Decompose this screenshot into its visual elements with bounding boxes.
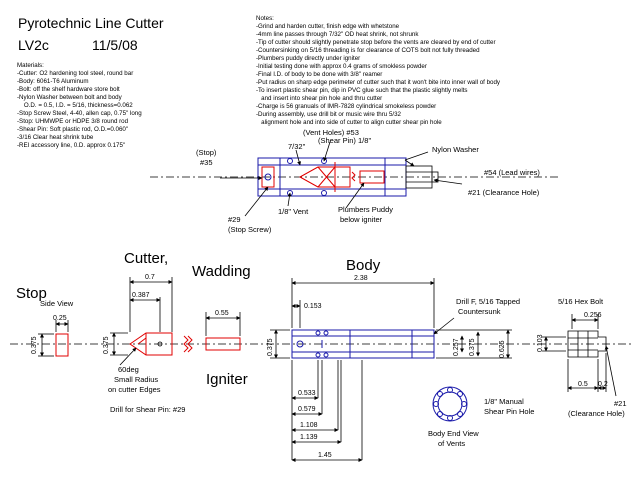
label-clearance-hole: #21 (Clearance Hole) — [468, 188, 540, 197]
label-shear-pin: (Shear Pin) 1/8" — [318, 136, 371, 145]
label-stop-screw: (Stop Screw) — [228, 225, 272, 234]
label-plumbers-2: below igniter — [340, 215, 383, 224]
stop-part — [55, 333, 69, 357]
notes-line: alignment hole and into side of cutter t… — [256, 119, 442, 126]
dim-body-len: 2.38 — [354, 275, 368, 282]
dim-cutter-cone: 0.387 — [132, 292, 150, 299]
notes-line: -Charge is 56 granuals of IMR-7828 cylin… — [256, 103, 436, 110]
dim-body-dia-c: 0.375 — [469, 338, 476, 356]
notes-line: -Tip of cutter should slightly penetrate… — [256, 39, 496, 46]
label-nylon-washer: Nylon Washer — [432, 145, 479, 154]
label-seven-32: 7/32" — [288, 142, 306, 151]
label-stop-screw-num: #29 — [228, 215, 241, 224]
label-stop-num: #35 — [200, 158, 213, 167]
label-manual-2: Shear Pin Hole — [484, 407, 534, 416]
dim-body-145: 1.45 — [318, 452, 332, 459]
materials-line: O.D. = 0.5, I.D. = 5/16, thickness=0.062 — [17, 102, 133, 109]
label-lead-wires: #54 (Lead wires) — [484, 168, 540, 177]
dim-stop-dia: 0.375 — [31, 336, 38, 354]
materials-line: -Body: 6061-T6 Aluminum — [17, 78, 89, 85]
label-angle: 60deg — [118, 365, 139, 374]
dim-cutter-dia: 0.375 — [103, 336, 110, 354]
materials-line: -Nylon Washer between bolt and body — [17, 94, 123, 101]
notes-line: -Final I.D. of body to be done with 3/8"… — [256, 71, 382, 78]
part-hex-bolt: 5/16 Hex Bolt — [558, 297, 604, 306]
dim-bolt-256: 0.256 — [584, 312, 602, 319]
revision: LV2c — [18, 37, 49, 53]
part-views: Stop Side View Cutter, Wadding Igniter B… — [10, 250, 632, 462]
part-stop-view: Side View — [40, 299, 74, 308]
part-body: Body — [346, 257, 381, 274]
materials-line: -Stop Screw Steel, 4-40, allen cap, 0.75… — [17, 110, 142, 117]
notes-heading: Notes: — [256, 15, 274, 22]
notes-line: -4mm line passes through 7/32" OD heat s… — [256, 31, 419, 38]
label-vent: 1/8" Vent — [278, 207, 309, 216]
label-plumbers-1: Plumbers Puddy — [338, 205, 393, 214]
dim-wadding-len: 0.55 — [215, 310, 229, 317]
label-drill-f-1: Drill F, 5/16 Tapped — [456, 297, 520, 306]
materials-line: -Bolt: off the shelf hardware store bolt — [17, 86, 120, 93]
dim-body-1108: 1.108 — [300, 422, 318, 429]
dim-stop-len: 0.25 — [53, 315, 67, 322]
label-end-view-1: Body End View — [428, 429, 479, 438]
dim-body-579: 0.579 — [298, 406, 316, 413]
dim-cutter-len: 0.7 — [145, 274, 155, 281]
notes-line: -Grind and harden cutter, finish edge wi… — [256, 23, 400, 30]
igniter-part — [205, 337, 241, 351]
notes-line: and insert into shear pin hole and thru … — [256, 95, 382, 102]
assembly-igniter — [359, 170, 385, 184]
cutter-part — [129, 332, 173, 356]
label-bolt-hole-num: #21 — [614, 399, 627, 408]
dim-body-533: 0.533 — [298, 390, 316, 397]
title: Pyrotechnic Line Cutter — [18, 15, 164, 31]
materials-line: -Shear Pin: Soft plastic rod, O.D.=0.060… — [17, 126, 128, 133]
label-drill-f-2: Countersunk — [458, 307, 501, 316]
materials-line: -Stop: UHMWPE or HDPE 3/8 round rod — [17, 118, 129, 125]
label-bolt-hole: (Clearance Hole) — [568, 409, 625, 418]
materials-line: -REI accessory line, 0.D. approx 0.175" — [17, 142, 125, 149]
notes-line: -Countersinking on 5/16 threading is for… — [256, 47, 480, 54]
dim-body-1139: 1.139 — [300, 434, 318, 441]
materials-heading: Materials: — [17, 62, 44, 69]
label-manual-1: 1/8" Manual — [484, 397, 524, 406]
label-end-view-2: of Vents — [438, 439, 465, 448]
label-stop: (Stop) — [196, 148, 217, 157]
part-wadding: Wadding — [192, 263, 251, 280]
dim-body-153: 0.153 — [304, 303, 322, 310]
materials-line: -Cutter: O2 hardening tool steel, round … — [17, 70, 133, 77]
assembly-view: (Stop) #35 7/32" (Vent Holes) #53 (Shear… — [150, 128, 560, 234]
part-stop: Stop — [16, 285, 47, 302]
dim-body-dia-b: 0.625 — [499, 340, 506, 358]
notes-block: Notes: -Grind and harden cutter, finish … — [256, 15, 501, 126]
dim-body-dia-d: 0.257 — [453, 338, 460, 356]
notes-line: -Put radius on sharp edge perimeter of c… — [256, 79, 501, 86]
part-igniter: Igniter — [206, 371, 248, 388]
label-drill-shear: Drill for Shear Pin: #29 — [110, 405, 185, 414]
wadding-part — [183, 335, 193, 353]
notes-line: -Plumbers puddy directly under igniter — [256, 55, 360, 62]
label-radius-1: Small Radius — [114, 375, 158, 384]
dim-bolt-05: 0.5 — [578, 381, 588, 388]
notes-line: -To insert plastic shear pin, dip in PVC… — [256, 87, 468, 94]
dim-bolt-103: 0.103 — [537, 334, 544, 352]
notes-line: -Initial testing done with approx 0.4 gr… — [256, 63, 427, 70]
materials-block: Materials: -Cutter: O2 hardening tool st… — [17, 62, 142, 149]
label-radius-2: on cutter Edges — [108, 385, 161, 394]
dim-bolt-02: 0.2 — [598, 381, 608, 388]
body-part — [291, 329, 435, 359]
materials-line: -3/16 Clear heat shrink tube — [17, 134, 94, 141]
date: 11/5/08 — [92, 37, 138, 53]
notes-line: -During assembly, use drill bit or music… — [256, 111, 402, 118]
dim-body-dia-a: 0.375 — [267, 338, 274, 356]
part-cutter: Cutter, — [124, 250, 168, 267]
label-vent-holes: (Vent Holes) #53 — [303, 128, 359, 137]
